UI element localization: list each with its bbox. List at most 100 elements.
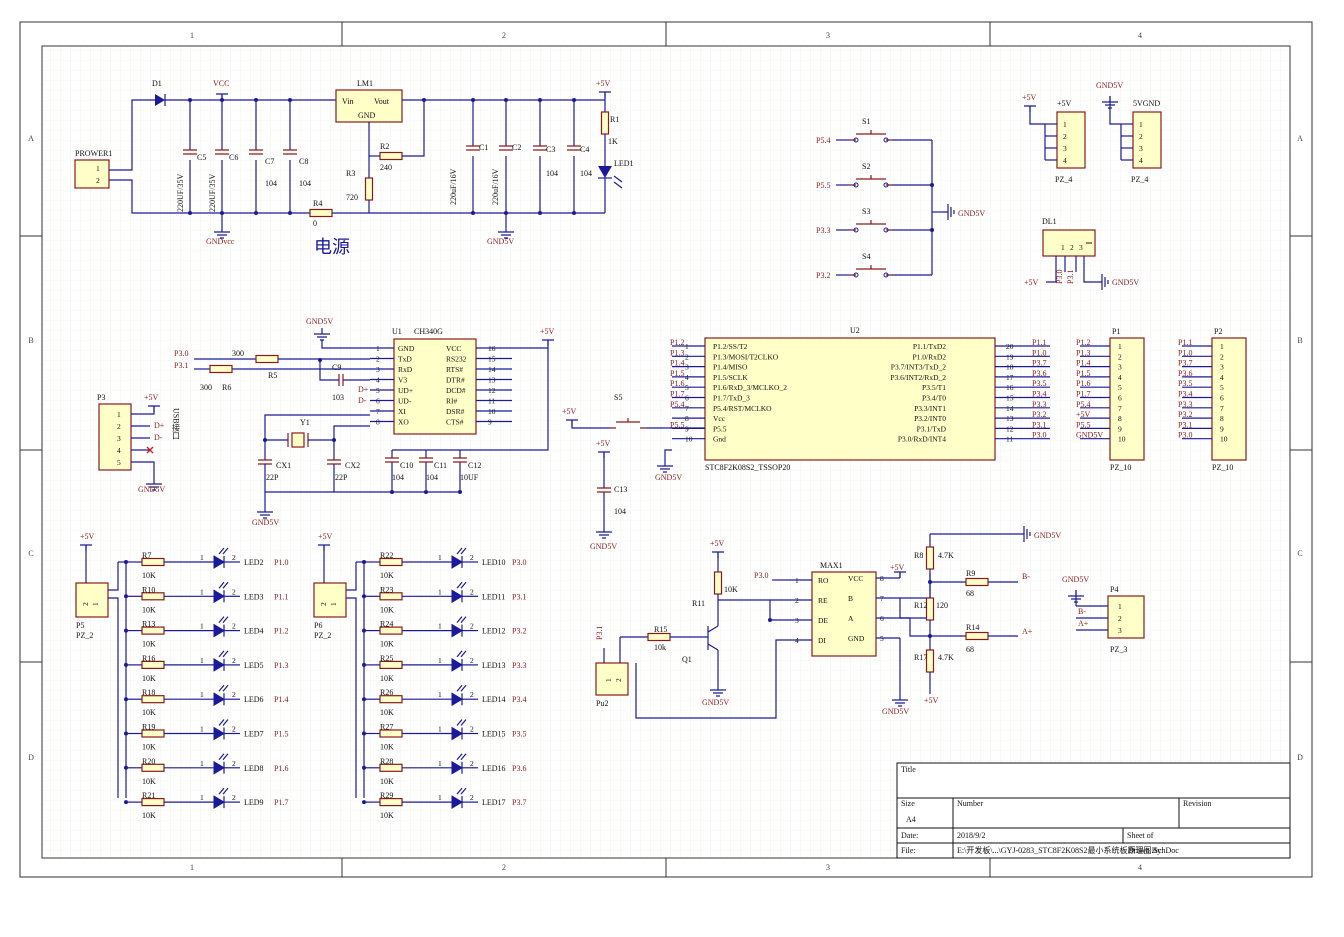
ground-symbol-icon	[1096, 274, 1109, 290]
cap-ref: C13	[614, 485, 627, 494]
pin-number: 1	[200, 656, 204, 665]
pin-number: 3	[1079, 243, 1083, 252]
res-ref: R7	[142, 551, 151, 560]
net-label: A+	[1078, 619, 1089, 628]
resistor-icon	[255, 354, 279, 364]
wire	[321, 340, 370, 349]
led-icon	[213, 760, 225, 775]
pin-number: 5	[1220, 383, 1224, 392]
net-label: A+	[1022, 627, 1033, 636]
net-label: P1.3	[274, 661, 288, 670]
pin-number: 7	[1220, 404, 1224, 413]
res-ref: R19	[142, 723, 155, 732]
res-value: 10K	[724, 585, 738, 594]
pin-number: 3	[117, 434, 121, 443]
connector-ref: P6	[314, 621, 322, 630]
net-label: B-	[1078, 607, 1086, 616]
size-value: A4	[906, 815, 916, 824]
junction-dot	[124, 628, 128, 633]
led-icon	[451, 692, 463, 707]
connector-ref: P5	[76, 621, 84, 630]
pin-number: 2	[470, 793, 474, 802]
pin-name: Gnd	[713, 435, 726, 444]
led-ref: LED3	[244, 592, 264, 601]
res-value: 10K	[380, 777, 394, 786]
cap-ref: C10	[400, 461, 413, 470]
led-icon	[213, 726, 225, 741]
res-ref: R23	[380, 585, 393, 594]
net-label: P5.5	[670, 420, 684, 429]
net-label: GND5V	[252, 518, 279, 527]
net-label: P3.1	[1178, 420, 1192, 429]
cap-ref: C11	[434, 461, 447, 470]
connector-footprint: PZ_2	[76, 631, 93, 640]
pin-name: P3.2/INT0	[914, 414, 946, 423]
led-ref: LED11	[482, 592, 505, 601]
pin-name: P1.2/SS/T2	[713, 342, 748, 351]
capacitor-icon	[567, 145, 581, 151]
net-label: P3.5	[1178, 379, 1192, 388]
led-ref: LED10	[482, 558, 506, 567]
header-ref: P2	[1214, 327, 1222, 336]
pin-number: 2	[232, 793, 236, 802]
net-label: P1.3	[1076, 348, 1090, 357]
zone-row-label: D	[1297, 753, 1303, 762]
net-label: P1.5	[274, 730, 288, 739]
wire	[635, 639, 786, 719]
cap-ref: CX2	[345, 461, 360, 470]
pin-number: 4	[1118, 373, 1122, 382]
header-footprint: PZ_10	[1110, 463, 1131, 472]
ground-symbol-icon	[710, 684, 726, 697]
res-value: 10K	[142, 811, 156, 820]
led-ref: LED1	[614, 159, 634, 168]
net-label: +5V	[890, 563, 905, 572]
res-ref: R24	[380, 620, 393, 629]
res-ref: R18	[142, 688, 155, 697]
wire	[1029, 106, 1045, 125]
zone-row-label: A	[1297, 134, 1303, 143]
net-label: P1.0	[1032, 348, 1046, 357]
res-ref: R15	[654, 625, 667, 634]
pin-number: 8	[1118, 414, 1122, 423]
ic-ref: U2	[850, 326, 860, 335]
diode-icon	[155, 94, 165, 106]
net-label: P3.1	[1032, 420, 1046, 429]
net-label: P1.1	[274, 592, 288, 601]
zone-row-label: A	[28, 134, 34, 143]
net-label: P3.3	[816, 226, 830, 235]
wire	[664, 449, 672, 460]
connector-ref: Pu2	[596, 699, 608, 708]
ground-symbol-icon	[257, 506, 273, 519]
net-label: P3.2	[512, 627, 526, 636]
pin-name: RTS#	[446, 365, 463, 374]
res-value: 10k	[654, 643, 666, 652]
net-label: P1.6	[274, 764, 288, 773]
ground-symbol-icon	[657, 460, 673, 473]
pin-name: DE	[818, 616, 828, 625]
wire	[108, 562, 119, 591]
pin-number: 5	[1118, 383, 1122, 392]
net-label: P1.7	[274, 798, 288, 807]
connector-footprint: PZ_2	[314, 631, 331, 640]
pin-name: P1.3/MOSI/T2CLKO	[713, 352, 779, 361]
pin-number: 1	[200, 690, 204, 699]
section-title: 电源	[314, 237, 350, 257]
pin-number: 1	[1118, 602, 1122, 611]
pin-name: UD+	[398, 386, 413, 395]
file-value: E:\开发板\...\GYJ-0283_STC8F2K08S2最小系统板原理图.…	[957, 845, 1179, 855]
net-label: GND5V	[590, 542, 617, 551]
junction-dot	[362, 628, 366, 633]
res-ref: R17	[914, 653, 927, 662]
junction-dot	[362, 697, 366, 702]
drawing-area	[41, 45, 1291, 859]
net-label: GND5V	[1076, 431, 1103, 440]
wire	[571, 420, 610, 429]
junction-dot	[188, 211, 192, 215]
res-value: 10K	[142, 777, 156, 786]
pin-name: UD-	[398, 397, 412, 406]
connector-body	[75, 582, 109, 618]
capacitor-icon	[249, 149, 263, 155]
res-value: 300	[200, 383, 212, 392]
junction-dot	[768, 618, 772, 622]
